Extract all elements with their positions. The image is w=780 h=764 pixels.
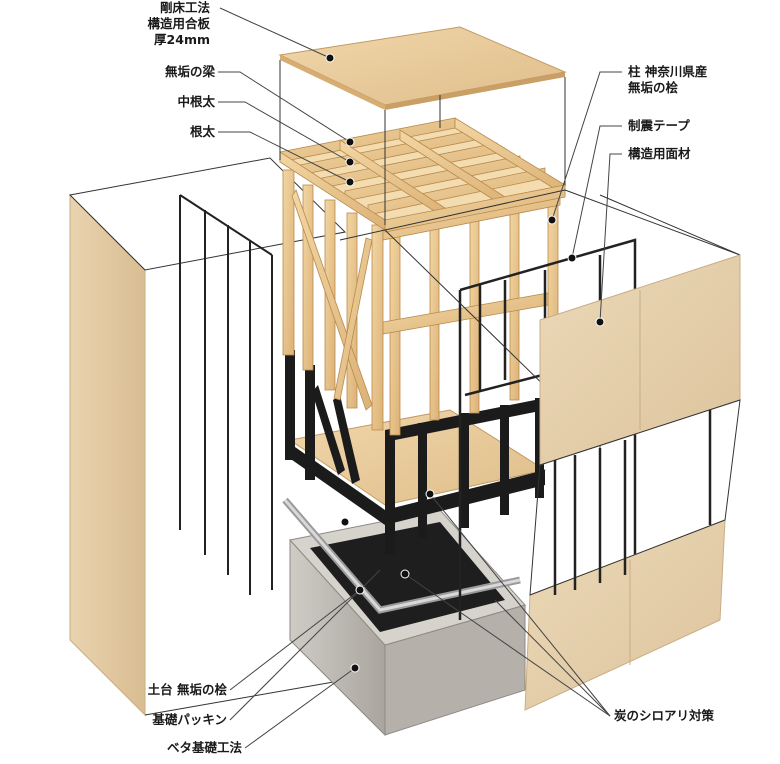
left-steel-frame-lines (179, 194, 273, 595)
rigid-floor-plywood (278, 26, 567, 225)
label-sill: 土台 無垢の桧 (147, 682, 227, 697)
concrete-foundation (282, 497, 526, 737)
label-mat-foundation: ベタ基礎工法 (166, 740, 242, 755)
label-pillar: 柱 神奈川県産 無垢の桧 (628, 64, 707, 96)
label-rigid-floor-line2: 構造用合板 (147, 16, 210, 31)
leader-dots (325, 53, 605, 673)
label-rigid-floor: 剛床工法 構造用合板 厚24mm (147, 0, 210, 48)
label-rigid-floor-line3: 厚24mm (154, 32, 210, 47)
label-foundation-packing: 基礎パッキン (152, 712, 227, 727)
label-structural-panel: 構造用面材 (628, 146, 691, 161)
floor-joist-grid (278, 117, 567, 233)
sill-black-frame (285, 350, 545, 555)
left-structural-panel (68, 157, 347, 717)
label-joist: 根太 (189, 124, 215, 139)
label-damping-tape: 制震テープ (628, 118, 690, 133)
right-structural-panel (524, 254, 741, 711)
leader-lines (218, 7, 622, 749)
label-beam: 無垢の梁 (164, 64, 215, 79)
label-termite: 炭のシロアリ対策 (614, 708, 715, 723)
label-middle-joist: 中根太 (177, 94, 215, 109)
label-rigid-floor-line1: 剛床工法 (159, 0, 210, 15)
label-pillar-line1: 柱 神奈川県産 (628, 64, 708, 79)
label-pillar-line2: 無垢の桧 (628, 80, 679, 95)
